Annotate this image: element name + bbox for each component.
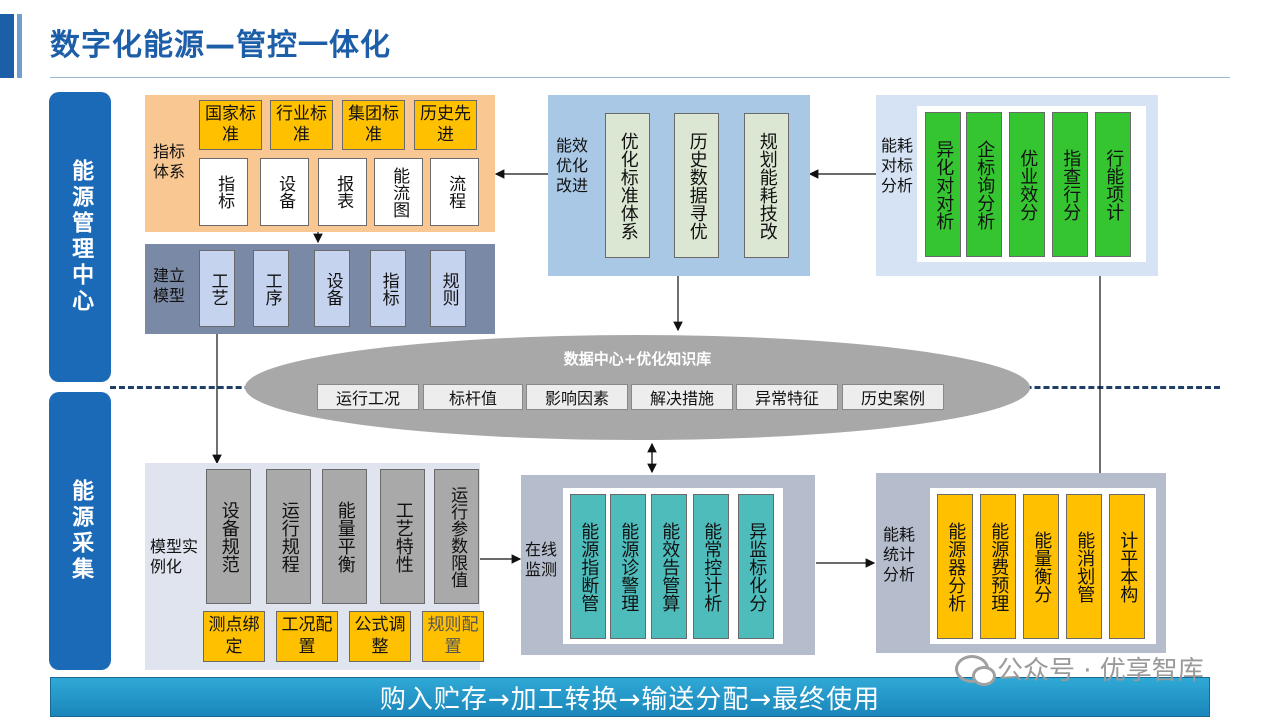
side-label-collection: 能源采集 bbox=[49, 392, 111, 670]
indicator-item-equipment: 设备 bbox=[260, 158, 309, 226]
stats-label: 能耗统计分析 bbox=[883, 525, 916, 584]
kb-item-operating-status: 运行工况 bbox=[317, 384, 419, 410]
action-condition-config: 工况配置 bbox=[276, 611, 338, 662]
kb-item-history-cases: 历史案例 bbox=[842, 384, 944, 410]
title-rule bbox=[50, 77, 1230, 78]
benchmark-item-1: 异化对对析 bbox=[925, 112, 961, 257]
stats-item-3: 能量衡分 bbox=[1023, 494, 1059, 639]
knowledge-base-title: 数据中心+优化知识库 bbox=[563, 350, 712, 368]
instance-item-procedure: 运行规程 bbox=[266, 469, 311, 604]
page-title: 数字化能源—管控一体化 bbox=[50, 28, 391, 63]
benchmark-item-2: 企标询分析 bbox=[966, 112, 1002, 257]
action-rule-config: 规则配置 bbox=[422, 611, 484, 662]
standard-historical: 历史先进 bbox=[414, 100, 477, 150]
indicator-item-metric: 指标 bbox=[199, 158, 248, 226]
model-item-procedure: 工序 bbox=[253, 250, 289, 327]
monitor-label: 在线监测 bbox=[525, 540, 558, 579]
flow-banner: 购入贮存→加工转换→输送分配→最终使用 bbox=[50, 677, 1210, 717]
side-label-management-text: 能源管理中心 bbox=[68, 159, 94, 315]
instance-label: 模型实例化 bbox=[150, 537, 199, 576]
benchmark-item-4: 指查行分 bbox=[1052, 112, 1088, 257]
indicator-item-energy-flow: 能流图 bbox=[374, 158, 423, 226]
kb-item-factors: 影响因素 bbox=[526, 384, 628, 410]
action-formula-adjust: 公式调整 bbox=[349, 611, 411, 662]
stats-item-1: 能源器分析 bbox=[937, 494, 973, 639]
monitor-item-3: 能效告管算 bbox=[651, 494, 687, 639]
wechat-icon bbox=[955, 654, 996, 686]
action-point-binding: 测点绑定 bbox=[203, 611, 265, 662]
monitor-item-1: 能源指断管 bbox=[570, 494, 606, 639]
efficiency-label: 能效优化改进 bbox=[556, 136, 589, 195]
instance-item-spec: 设备规范 bbox=[206, 469, 251, 604]
title-accent-bar-secondary bbox=[17, 14, 22, 78]
watermark: 公众号 · 优享智库 bbox=[955, 650, 1204, 687]
model-item-craft: 工艺 bbox=[199, 250, 235, 327]
monitor-item-5: 异监标化分 bbox=[738, 494, 774, 639]
kb-item-solutions: 解决措施 bbox=[631, 384, 733, 410]
model-label: 建立模型 bbox=[153, 266, 186, 305]
model-item-metric: 指标 bbox=[370, 250, 406, 327]
instance-item-balance: 能量平衡 bbox=[322, 469, 367, 604]
stats-item-4: 能消划管 bbox=[1066, 494, 1102, 639]
monitor-item-4: 能常控计析 bbox=[693, 494, 729, 639]
stats-item-2: 能源费预理 bbox=[980, 494, 1016, 639]
benchmark-label: 能耗对标分析 bbox=[881, 136, 914, 195]
benchmark-item-5: 行能项计 bbox=[1095, 112, 1131, 257]
side-label-management: 能源管理中心 bbox=[49, 92, 111, 382]
efficiency-item-plan: 规划能耗技改 bbox=[744, 113, 789, 258]
indicator-system-label: 指标体系 bbox=[153, 142, 186, 181]
standard-national: 国家标准 bbox=[199, 100, 262, 150]
instance-item-characteristic: 工艺特性 bbox=[380, 469, 425, 604]
standard-industry: 行业标准 bbox=[270, 100, 333, 150]
model-item-equipment: 设备 bbox=[314, 250, 350, 327]
indicator-item-report: 报表 bbox=[318, 158, 367, 226]
monitor-item-2: 能源诊警理 bbox=[610, 494, 646, 639]
indicator-item-process: 流程 bbox=[430, 158, 479, 226]
efficiency-item-history: 历史数据寻优 bbox=[674, 113, 719, 258]
standard-group: 集团标准 bbox=[342, 100, 405, 150]
side-label-collection-text: 能源采集 bbox=[68, 479, 94, 583]
title-accent-bar bbox=[0, 14, 14, 78]
instance-item-parameter-limits: 运行参数限值 bbox=[434, 469, 479, 604]
benchmark-item-3: 优业效分 bbox=[1009, 112, 1045, 257]
kb-item-anomaly: 异常特征 bbox=[736, 384, 838, 410]
watermark-text: 公众号 · 优享智库 bbox=[997, 656, 1204, 686]
kb-item-benchmark-value: 标杆值 bbox=[423, 384, 523, 410]
flow-banner-text: 购入贮存→加工转换→输送分配→最终使用 bbox=[379, 684, 881, 715]
efficiency-item-standard: 优化标准体系 bbox=[605, 113, 650, 258]
stats-item-5: 计平本构 bbox=[1109, 494, 1145, 639]
model-item-rule: 规则 bbox=[430, 250, 466, 327]
